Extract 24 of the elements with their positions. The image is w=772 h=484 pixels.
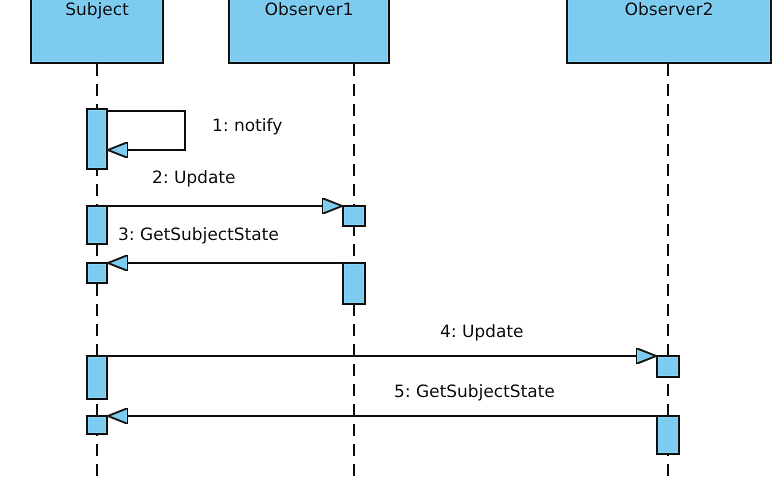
edge-label: 3: GetSubjectState: [116, 225, 281, 245]
activation-bar: [86, 205, 108, 245]
edge-label: 2: Update: [150, 168, 238, 188]
edge-label: 5: GetSubjectState: [392, 382, 557, 402]
activation-bar: [342, 262, 366, 305]
message-arrow: [108, 347, 657, 365]
activation-bar: [656, 415, 680, 455]
lifeline-head: [566, 0, 772, 64]
activation-bar: [86, 415, 108, 435]
activation-bar: [86, 262, 108, 284]
participant-name: Observer2: [624, 0, 714, 20]
message-arrow: [107, 407, 656, 425]
activation-bar: [86, 355, 108, 400]
message-arrow: [107, 254, 342, 272]
lifeline-head: [228, 0, 390, 64]
edge-label: 4: Update: [438, 322, 526, 342]
participant-name: Subject: [65, 0, 129, 20]
participant-name: Observer1: [264, 0, 354, 20]
message-arrow: [108, 197, 343, 215]
activation-bar: [656, 355, 680, 378]
activation-bar: [342, 205, 366, 227]
message-arrow: [107, 110, 186, 159]
activation-bar: [86, 108, 108, 170]
lifeline-head: [30, 0, 164, 64]
